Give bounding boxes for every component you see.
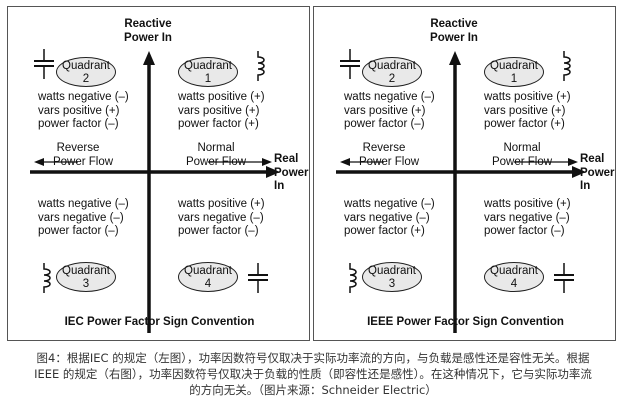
quadrant-3-signs: watts negative (–)vars negative (–)power… bbox=[344, 198, 435, 237]
capacitor-icon bbox=[340, 49, 360, 79]
iec-axes bbox=[30, 49, 280, 333]
quadrant-1-signs: watts positive (+)vars positive (+)power… bbox=[484, 91, 571, 130]
panel-title: IEC Power Factor Sign Convention bbox=[64, 316, 255, 328]
capacitor-icon bbox=[34, 49, 54, 79]
caption-line: IEEE 的规定（右图），功率因数符号仅取决于负载的性质（即容性还是感性）。在这… bbox=[34, 367, 592, 381]
quadrant-2-signs: watts negative (–)vars positive (+)power… bbox=[38, 91, 129, 130]
inductor-icon bbox=[257, 51, 265, 81]
ieee-axes bbox=[336, 49, 586, 333]
panel-title: IEEE Power Factor Sign Convention bbox=[367, 316, 564, 328]
caption-line: 图4：根据IEC 的规定（左图），功率因数符号仅取决于实际功率流的方向，与负载是… bbox=[36, 351, 590, 365]
capacitor-icon bbox=[554, 263, 574, 293]
quadrant-4-signs: watts positive (+)vars negative (–)power… bbox=[178, 198, 265, 237]
quadrant-1-signs: watts positive (+)vars positive (+)power… bbox=[178, 91, 265, 130]
caption-line: 的方向无关。（图片来源：Schneider Electric） bbox=[189, 383, 437, 397]
quadrant-4-signs: watts positive (+)vars negative (–)power… bbox=[484, 198, 571, 237]
inductor-icon bbox=[349, 263, 357, 293]
figure-caption: 图4：根据IEC 的规定（左图），功率因数符号仅取决于实际功率流的方向，与负载是… bbox=[18, 350, 608, 398]
inductor-icon bbox=[43, 263, 51, 293]
capacitor-icon bbox=[248, 263, 268, 293]
quadrant-3-signs: watts negative (–)vars negative (–)power… bbox=[38, 198, 129, 237]
quadrant-2-signs: watts negative (–)vars positive (+)power… bbox=[344, 91, 435, 130]
inductor-icon bbox=[563, 51, 571, 81]
